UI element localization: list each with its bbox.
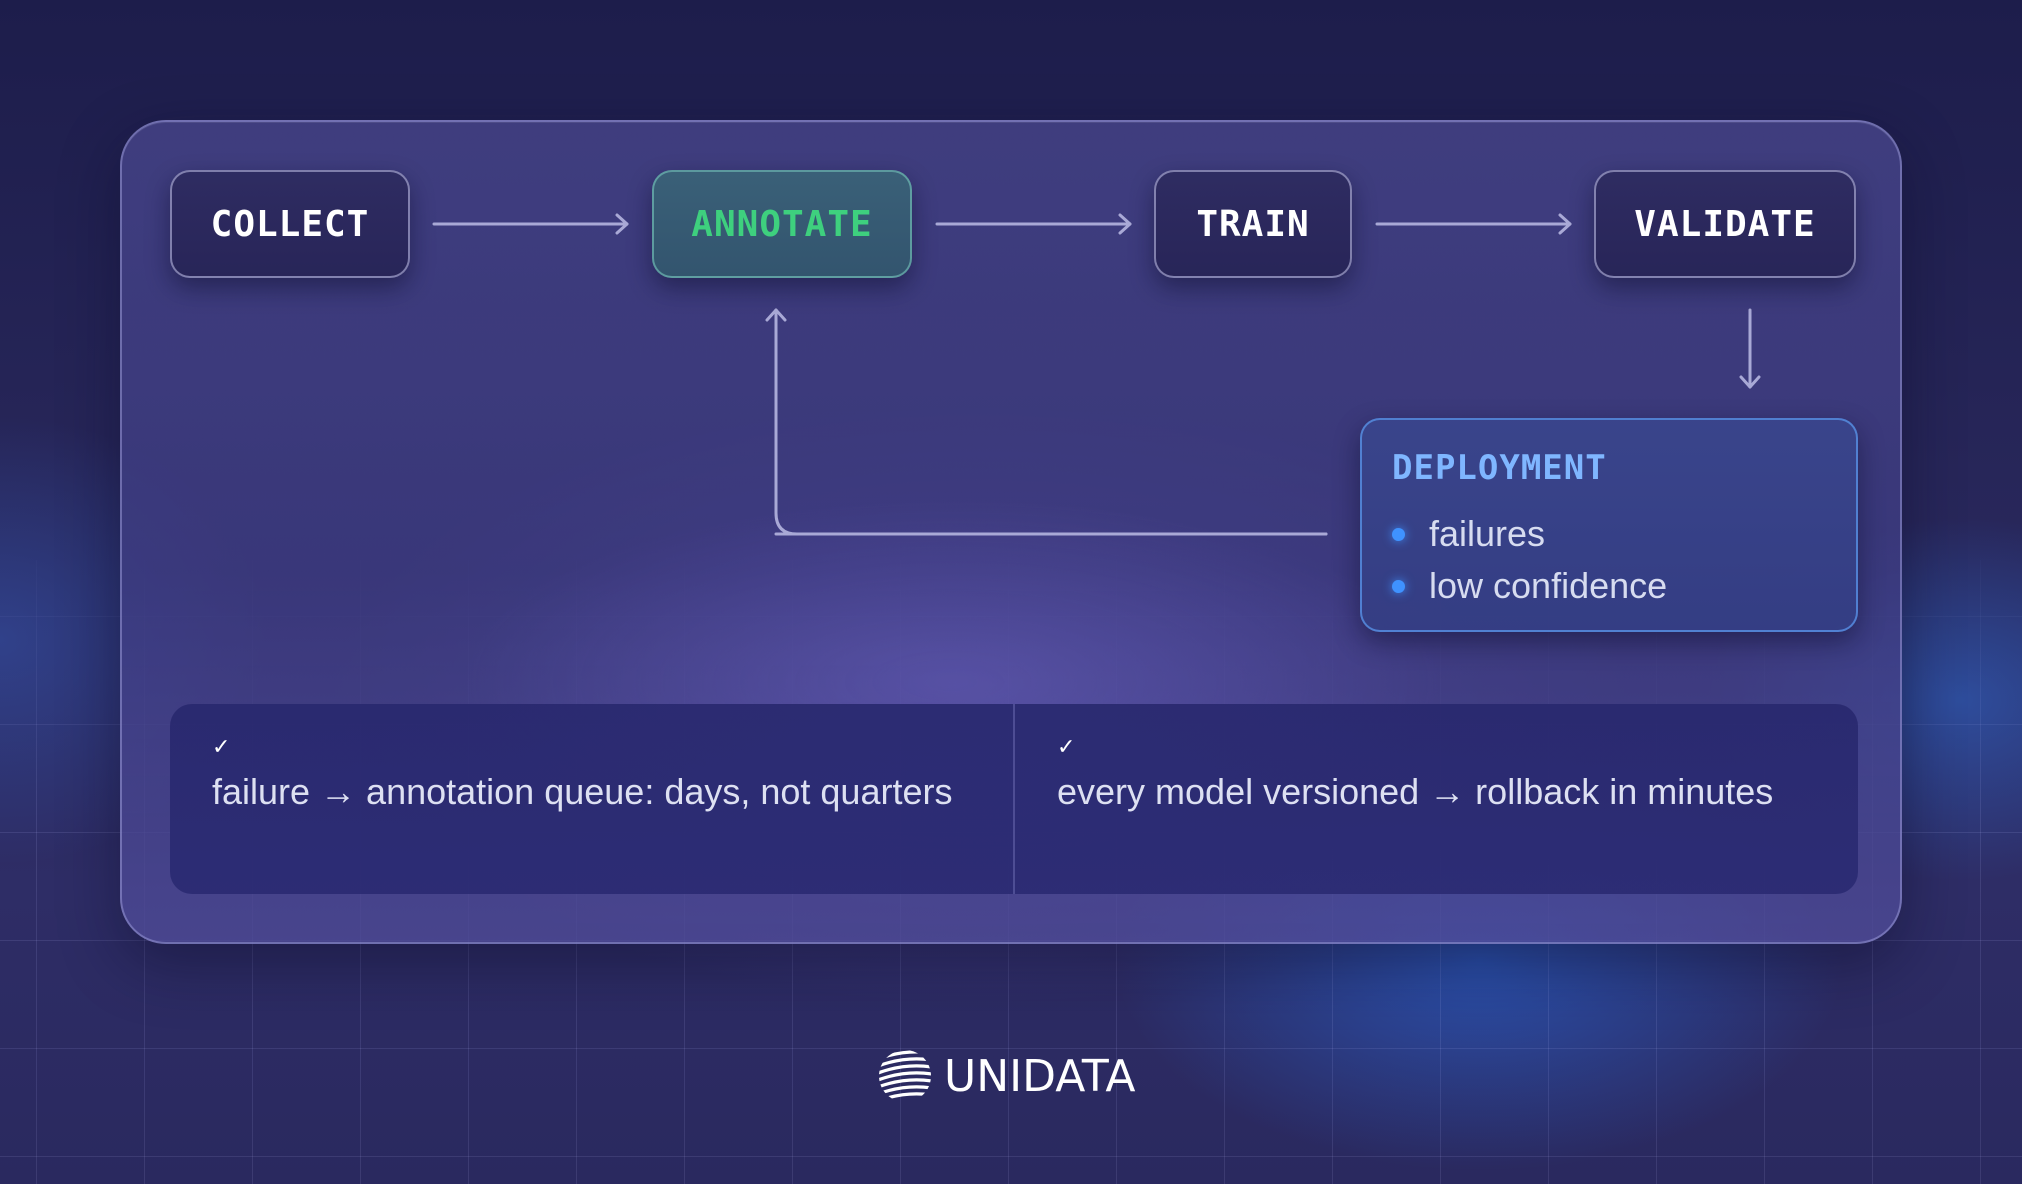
arrow-train-to-validate (1375, 213, 1572, 235)
brand-logo: UNIDATA (876, 1046, 1135, 1106)
flow-arrows (432, 213, 1761, 536)
deployment-item: failures (1392, 508, 1826, 560)
step-train-label: TRAIN (1196, 203, 1310, 245)
benefit-text: every model versioned → rollback in minu… (1057, 771, 1774, 812)
arrow-annotate-to-train (935, 213, 1132, 235)
arrow-validate-to-deployment (1739, 308, 1761, 389)
benefit-cell: ✓ failure → annotation queue: days, not … (170, 704, 1013, 894)
step-annotate[interactable]: ANNOTATE (652, 170, 912, 278)
step-collect[interactable]: COLLECT (170, 170, 410, 278)
brand-name: UNIDATA (944, 1050, 1136, 1102)
arrow-collect-to-annotate (432, 213, 629, 235)
bullet-dot-icon (1392, 579, 1405, 593)
bullet-dot-icon (1392, 527, 1405, 541)
deployment-item-label: failures (1429, 513, 1546, 554)
step-collect-label: COLLECT (210, 203, 370, 245)
globe-icon (879, 1050, 931, 1102)
step-train[interactable]: TRAIN (1154, 170, 1352, 278)
checkmark-icon: ✓ (1057, 734, 1076, 759)
deployment-item-label: low confidence (1429, 565, 1668, 606)
step-validate[interactable]: VALIDATE (1594, 170, 1856, 278)
arrow-deployment-to-annotate (765, 308, 1328, 536)
checkmark-icon: ✓ (212, 734, 231, 759)
step-annotate-label: ANNOTATE (691, 203, 873, 245)
pipeline-panel: COLLECT ANNOTATE TRAIN VALIDATE DEPLOYME… (120, 120, 1902, 944)
step-validate-label: VALIDATE (1634, 203, 1816, 245)
benefit-cell: ✓ every model versioned → rollback in mi… (1013, 704, 1858, 894)
benefit-text: failure → annotation queue: days, not qu… (212, 771, 953, 812)
deployment-item: low confidence (1392, 560, 1826, 612)
deployment-title: DEPLOYMENT (1392, 448, 1607, 488)
deployment-list: failures low confidence (1392, 508, 1826, 612)
deployment-box[interactable]: DEPLOYMENT failures low confidence (1360, 418, 1858, 632)
benefits-bar: ✓ failure → annotation queue: days, not … (170, 704, 1858, 894)
